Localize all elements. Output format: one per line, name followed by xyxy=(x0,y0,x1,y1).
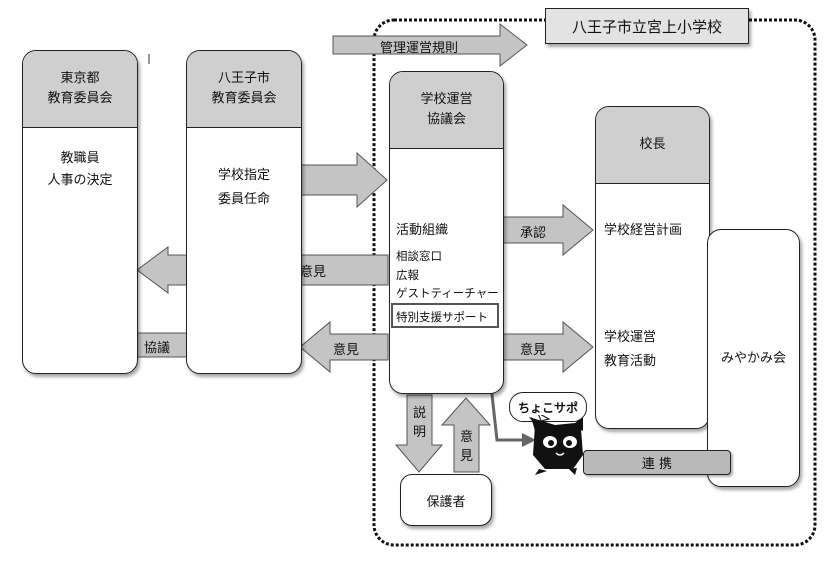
support-connector-head xyxy=(522,433,536,447)
management-rules-arrow xyxy=(332,22,528,68)
council-body-title: 活動組織 xyxy=(396,223,449,238)
opinion-up-arrow xyxy=(440,397,492,473)
principal-activities-line1: 学校運営 xyxy=(604,330,657,345)
hachioji-board-box: 八王子市 教育委員会 学校指定 委員任命 xyxy=(186,50,302,374)
school-title-text: 八王子市立宮上小学校 xyxy=(571,17,722,36)
hachioji-header-line1: 八王子市 xyxy=(217,71,270,86)
opinion-right-arrow xyxy=(502,320,594,374)
explanation-label: 説明 xyxy=(413,406,427,440)
tokyo-body-line2: 人事の決定 xyxy=(47,173,113,188)
council-item-support: 特別支援サポート xyxy=(396,310,488,324)
opinion-left-arrow xyxy=(299,320,389,374)
council-header-line1: 学校運営 xyxy=(420,92,473,107)
principal-school-plan: 学校経営計画 xyxy=(604,223,683,238)
principal-header-text: 校長 xyxy=(639,137,666,152)
principal-activities-line2: 教育活動 xyxy=(604,354,657,369)
support-highlight xyxy=(391,303,499,328)
opinion-right-label: 意見 xyxy=(520,343,547,358)
tokyo-board-header: 東京都 教育委員会 xyxy=(23,51,137,128)
cooperation-bar: 連 携 xyxy=(583,450,731,475)
mascot-speech-bubble: ちょこサポ xyxy=(509,392,587,422)
principal-box: 校長 学校経営計画 学校運営 教育活動 xyxy=(595,106,710,429)
tokyo-header-line2: 教育委員会 xyxy=(47,91,113,106)
hachioji-body: 学校指定 委員任命 xyxy=(187,164,301,212)
school-title: 八王子市立宮上小学校 xyxy=(545,8,749,44)
tokyo-board-box: 東京都 教育委員会 教職員 人事の決定 xyxy=(22,50,138,374)
consultation-label: 協議 xyxy=(144,341,171,356)
council-item-pr: 広報 xyxy=(396,268,419,282)
miyakami-box: みやかみ会 xyxy=(707,229,800,487)
miyakami-label: みやかみ会 xyxy=(720,351,786,366)
cooperation-label: 連 携 xyxy=(641,457,673,472)
guardians-box: 保護者 xyxy=(400,474,492,526)
mascot-bubble-text: ちょこサポ xyxy=(517,400,578,415)
approval-arrow xyxy=(502,203,594,257)
approval-label: 承認 xyxy=(520,226,547,241)
principal-header: 校長 xyxy=(596,107,709,184)
opinion-left-label: 意見 xyxy=(333,343,360,358)
hachioji-board-header: 八王子市 教育委員会 xyxy=(187,51,301,128)
council-item-consult: 相談窓口 xyxy=(396,249,442,263)
explanation-arrow xyxy=(394,394,444,473)
tokyo-body-line1: 教職員 xyxy=(60,151,100,166)
hachioji-header-line2: 教育委員会 xyxy=(211,91,277,106)
mascot-cat-icon xyxy=(529,415,583,475)
guardians-label: 保護者 xyxy=(426,495,466,510)
council-box: 学校運営 協議会 活動組織 相談窓口 広報 ゲストティーチャー 特別支援サポート xyxy=(389,71,504,394)
hachioji-body-line1: 学校指定 xyxy=(217,168,270,183)
hachioji-body-line2: 委員任命 xyxy=(217,192,270,207)
tokyo-body: 教職員 人事の決定 xyxy=(23,148,137,192)
appointment-arrow xyxy=(299,151,388,209)
tokyo-header-line1: 東京都 xyxy=(60,71,100,86)
principal-activities: 学校運営 教育活動 xyxy=(604,326,656,374)
council-header-line2: 協議会 xyxy=(426,112,466,127)
council-item-guest: ゲストティーチャー xyxy=(396,286,499,300)
management-rules-label: 管理運営規則 xyxy=(380,41,459,56)
council-header: 学校運営 協議会 xyxy=(390,72,503,149)
opinion-up-label: 意見 xyxy=(460,430,474,464)
